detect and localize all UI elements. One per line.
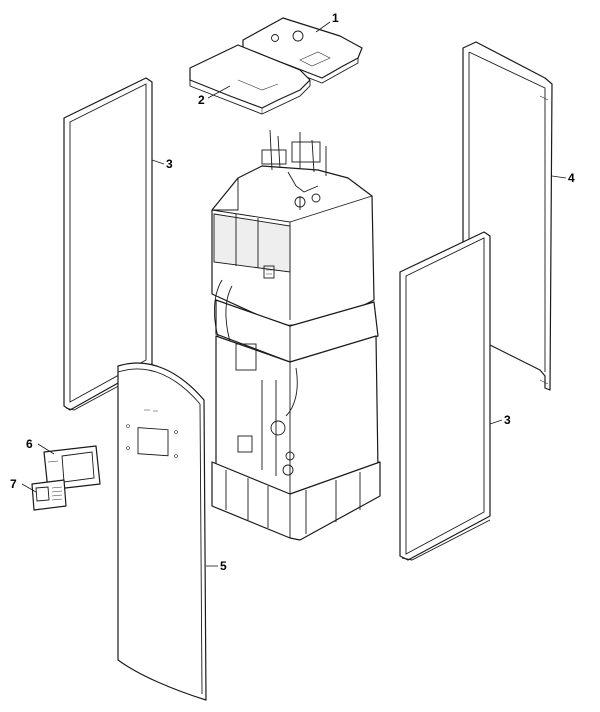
- callout-3-left: 3: [166, 157, 173, 171]
- callout-1: 1: [332, 11, 339, 25]
- callout-6: 6: [26, 437, 33, 451]
- callout-7: 7: [10, 477, 17, 491]
- part-6-display-bezel: [43, 445, 101, 491]
- callout-2: 2: [198, 93, 205, 107]
- part-5-front-panel: [117, 362, 207, 701]
- part-7-control-module: [31, 479, 67, 511]
- callout-5: 5: [220, 559, 227, 573]
- callout-4: 4: [568, 171, 575, 185]
- part-3-right-side-panel: [399, 231, 491, 561]
- callout-3-right: 3: [504, 413, 511, 427]
- part-2-tray: [189, 44, 311, 115]
- main-unit: [211, 129, 381, 541]
- leader-lines: [21, 21, 567, 567]
- part-3-left-side-panel: [63, 77, 153, 411]
- callout-labels: 1 2 3 4 3 5 6 7: [10, 11, 575, 573]
